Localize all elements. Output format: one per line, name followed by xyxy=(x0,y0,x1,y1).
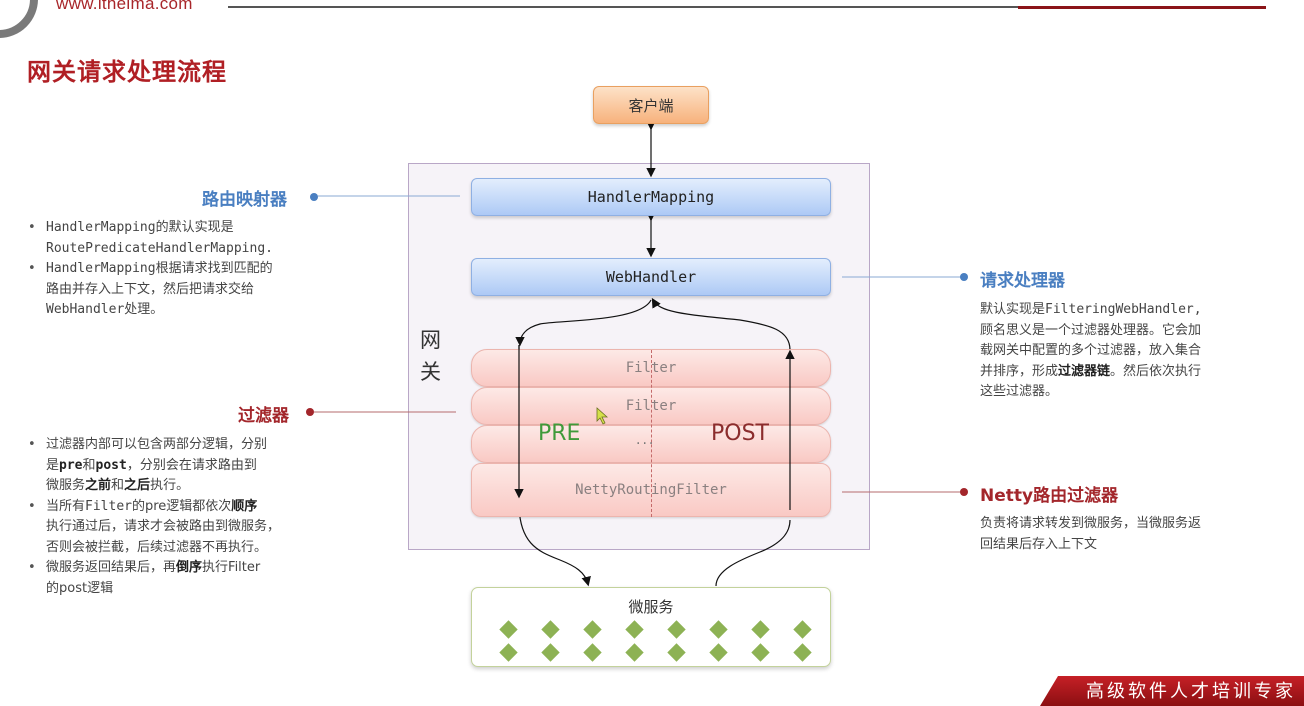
filter-ellipsis: ... xyxy=(636,432,656,448)
handler-mapping-node: HandlerMapping xyxy=(471,178,831,216)
arrow-post-to-webhandler xyxy=(651,297,791,351)
arrow-microservice-to-post xyxy=(715,519,791,587)
microservice-instance-icon xyxy=(709,620,728,639)
post-label: POST xyxy=(711,421,769,446)
arrow-webhandler-to-pre xyxy=(515,299,652,347)
pre-post-divider xyxy=(651,350,652,517)
microservice-instance-icon xyxy=(499,643,518,662)
filter-dot xyxy=(306,408,314,416)
bullet: HandlerMapping的默认实现是RoutePredicateHandle… xyxy=(26,218,326,259)
bullet: HandlerMapping根据请求找到匹配的路由并存入上下文，然后把请求交给W… xyxy=(26,259,326,321)
mouse-cursor-icon xyxy=(596,407,609,425)
header-rule-accent xyxy=(1018,6,1266,9)
microservice-instance-icon xyxy=(667,643,686,662)
arrow-pre-to-microservice xyxy=(518,499,591,587)
microservice-instance-icon xyxy=(625,643,644,662)
site-url: www.itheima.com xyxy=(56,0,193,13)
netty-filter-label: Netty路由过滤器 xyxy=(980,486,1119,506)
microservice-instance-icon xyxy=(499,620,518,639)
request-handler-description: 默认实现是FilteringWebHandler, 顾名思义是一个过滤器处理器。… xyxy=(980,302,1202,399)
microservice-instance-icon xyxy=(625,620,644,639)
filter-description: 过滤器内部可以包含两部分逻辑，分别是pre和post，分别会在请求路由到微服务之… xyxy=(26,435,326,599)
gateway-label: 网关 xyxy=(420,328,441,384)
filter-label: 过滤器 xyxy=(238,406,289,426)
microservice-instance-icon xyxy=(541,643,560,662)
microservice-instance-icon xyxy=(793,620,812,639)
microservice-instance-icon xyxy=(751,620,770,639)
request-handler-dot xyxy=(960,273,968,281)
microservice-instance-icon xyxy=(793,643,812,662)
routing-mapper-label: 路由映射器 xyxy=(202,190,287,210)
microservice-instance-icon xyxy=(583,620,602,639)
header-rule xyxy=(228,6,1018,8)
pre-label: PRE xyxy=(538,421,581,446)
microservice-instance-icon xyxy=(541,620,560,639)
microservice-label: 微服务 xyxy=(628,598,674,616)
netty-filter-description: 负责将请求转发到微服务，当微服务返 回结果后存入上下文 xyxy=(980,516,1202,552)
bullet: 过滤器内部可以包含两部分逻辑，分别是pre和post，分别会在请求路由到微服务之… xyxy=(26,435,326,497)
netty-filter-dot xyxy=(960,488,968,496)
microservice-instance-icon xyxy=(667,620,686,639)
bullet: 当所有Filter的pre逻辑都依次顺序执行通过后，请求才会被路由到微服务，否则… xyxy=(26,497,326,559)
page-title: 网关请求处理流程 xyxy=(27,58,227,86)
request-handler-label: 请求处理器 xyxy=(980,271,1065,291)
microservice-instance-icon xyxy=(751,643,770,662)
microservice-instance-icon xyxy=(709,643,728,662)
footer-banner-text: 高级软件人才培训专家 xyxy=(1086,681,1296,702)
routing-mapper-dot xyxy=(310,193,318,201)
microservice-instance-icon xyxy=(583,643,602,662)
web-handler-node: WebHandler xyxy=(471,258,831,296)
client-node: 客户端 xyxy=(593,86,709,124)
routing-mapper-description: HandlerMapping的默认实现是RoutePredicateHandle… xyxy=(26,218,326,321)
microservice-node: 微服务 xyxy=(471,587,831,667)
